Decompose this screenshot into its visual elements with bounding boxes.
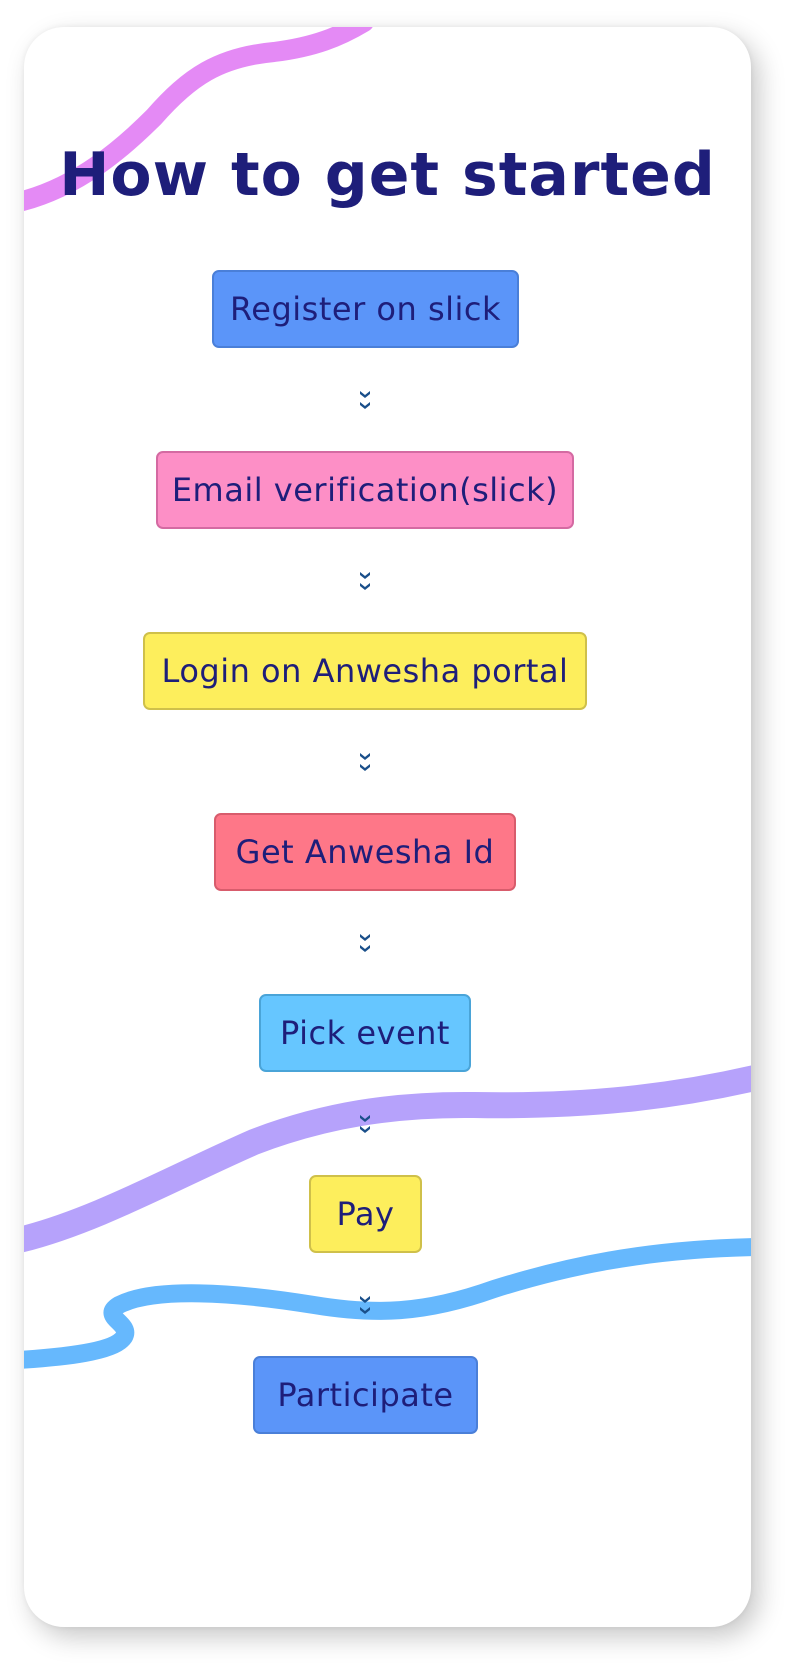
step-label: Pick event bbox=[280, 1014, 450, 1052]
step-label: Login on Anwesha portal bbox=[161, 652, 569, 690]
step-pay[interactable]: Pay bbox=[309, 1175, 422, 1253]
step-get-anwesha-id[interactable]: Get Anwesha Id bbox=[214, 813, 516, 891]
double-chevron-down-icon bbox=[358, 1111, 372, 1137]
step-label: Register on slick bbox=[229, 290, 502, 328]
step-login-on-anwesha-portal[interactable]: Login on Anwesha portal bbox=[143, 632, 587, 710]
step-participate[interactable]: Participate bbox=[253, 1356, 478, 1434]
step-label: Participate bbox=[277, 1376, 454, 1414]
step-register-on-slick[interactable]: Register on slick bbox=[212, 270, 519, 348]
step-label: Pay bbox=[336, 1195, 395, 1233]
double-chevron-down-icon bbox=[358, 930, 372, 956]
step-label: Get Anwesha Id bbox=[235, 833, 495, 871]
page-title: How to get started bbox=[59, 140, 716, 210]
double-chevron-down-icon bbox=[358, 1292, 372, 1318]
step-label: Email verification(slick) bbox=[171, 471, 559, 509]
step-email-verification[interactable]: Email verification(slick) bbox=[156, 451, 574, 529]
getting-started-card: How to get started Register on slick Ema… bbox=[24, 27, 751, 1627]
double-chevron-down-icon bbox=[358, 568, 372, 594]
double-chevron-down-icon bbox=[358, 387, 372, 413]
step-pick-event[interactable]: Pick event bbox=[259, 994, 471, 1072]
squiggle-bottom bbox=[24, 1238, 751, 1369]
double-chevron-down-icon bbox=[358, 749, 372, 775]
